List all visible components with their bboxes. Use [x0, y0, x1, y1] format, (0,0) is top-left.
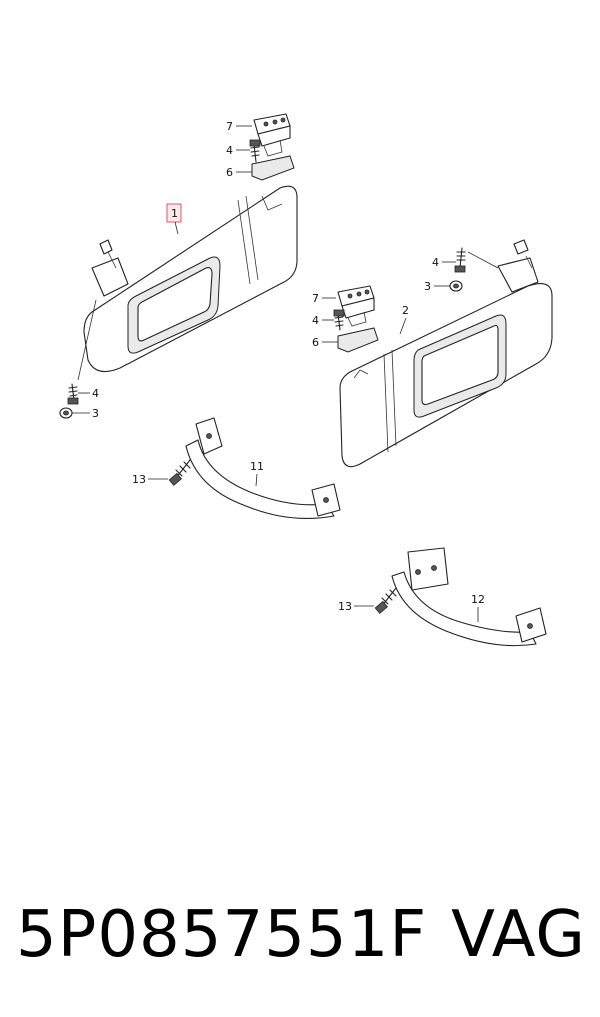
part-number: 5P0857551F — [16, 898, 428, 972]
callout-7-right: 7 — [312, 292, 336, 305]
visor-clip-upper — [253, 113, 291, 157]
grab-handle-11 — [185, 417, 341, 520]
callout-4-right-top: 4 — [432, 256, 456, 269]
nut-right-upper — [449, 280, 463, 292]
svg-text:1: 1 — [171, 207, 178, 220]
svg-text:3: 3 — [92, 407, 99, 420]
svg-text:11: 11 — [250, 460, 264, 473]
callout-12: 12 — [471, 593, 485, 622]
callout-3-left: 3 — [72, 407, 99, 420]
callout-1: 1 — [166, 203, 182, 235]
screw-handle-11 — [168, 459, 191, 486]
callout-13-upper: 13 — [132, 473, 168, 486]
visor-clip-right — [337, 285, 375, 327]
svg-text:4: 4 — [312, 314, 319, 327]
screw-handle-12 — [374, 587, 397, 614]
svg-text:13: 13 — [132, 473, 146, 486]
callout-2: 2 — [399, 304, 409, 335]
svg-text:6: 6 — [226, 166, 233, 179]
sun-visor-left — [77, 185, 298, 381]
nut-left-lower — [59, 407, 73, 419]
svg-text:4: 4 — [226, 144, 233, 157]
screw-right-middle — [333, 309, 345, 331]
svg-text:7: 7 — [312, 292, 319, 305]
callout-4-right: 4 — [312, 314, 334, 327]
svg-text:3: 3 — [424, 280, 431, 293]
callout-7-top: 7 — [226, 120, 252, 133]
svg-text:13: 13 — [338, 600, 352, 613]
svg-text:7: 7 — [226, 120, 233, 133]
clip-cover-right — [337, 327, 379, 353]
hinge-guide-line — [467, 251, 499, 269]
parts-diagram: 1 7 4 6 4 3 4 3 7 4 6 2 — [59, 113, 553, 647]
footer: 5P0857551F VAG — [0, 890, 600, 980]
svg-text:4: 4 — [432, 256, 439, 269]
screw-left-lower — [67, 383, 79, 405]
callout-1-highlight — [166, 203, 182, 223]
callout-4-top: 4 — [226, 144, 250, 157]
svg-text:6: 6 — [312, 336, 319, 349]
svg-text:4: 4 — [92, 387, 99, 400]
callout-13-lower: 13 — [338, 600, 374, 613]
sun-visor-right — [339, 239, 553, 468]
callout-4-left: 4 — [78, 387, 99, 400]
callout-6-top: 6 — [226, 166, 252, 179]
brand-name: VAG — [451, 898, 586, 972]
screw-upper-left — [249, 139, 261, 163]
callout-11: 11 — [250, 460, 264, 487]
callout-6-right: 6 — [312, 336, 338, 349]
svg-text:2: 2 — [402, 304, 409, 317]
svg-text:12: 12 — [471, 593, 485, 606]
callout-3-right-top: 3 — [424, 280, 450, 293]
grab-handle-12 — [391, 547, 547, 647]
screw-right-upper — [454, 247, 466, 273]
clip-cover-upper-left — [251, 155, 295, 181]
